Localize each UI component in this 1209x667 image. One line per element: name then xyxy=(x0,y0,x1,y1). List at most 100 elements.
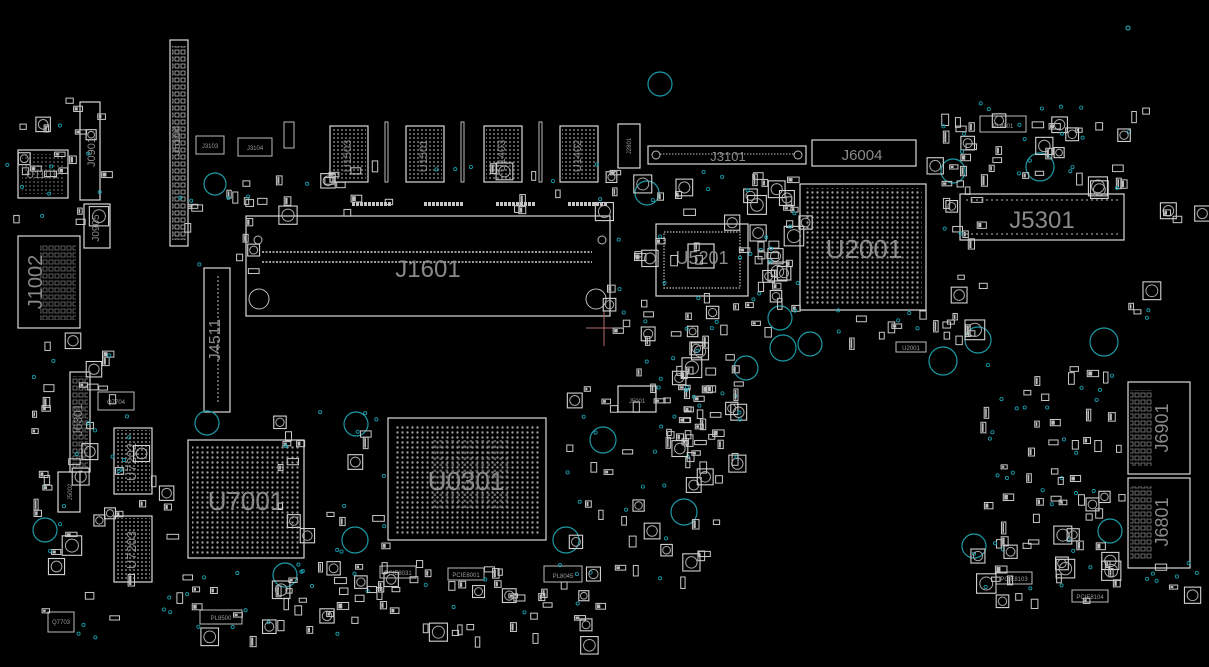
smd-pad xyxy=(31,167,36,171)
smd-pad xyxy=(1002,465,1005,468)
via xyxy=(178,195,183,200)
smd-part xyxy=(757,251,766,260)
u1501-chip[interactable]: U1501 xyxy=(405,125,445,183)
ic-part-mark xyxy=(953,289,965,301)
u0301-chip[interactable]: U0301 xyxy=(387,417,547,541)
ic-part-mark xyxy=(19,154,29,164)
j6801-connector[interactable]: J6801 xyxy=(1127,477,1191,569)
smd-pad xyxy=(655,399,659,402)
via xyxy=(235,571,240,576)
j6301-connector[interactable]: J6301 xyxy=(69,371,91,473)
smd-pad xyxy=(605,470,609,474)
j5301-connector[interactable]: J5301 xyxy=(959,193,1125,241)
smd-pad xyxy=(685,408,689,411)
smd-part xyxy=(1133,309,1142,315)
smd-part xyxy=(1118,494,1126,502)
smd-pad xyxy=(327,612,331,616)
smd-pad xyxy=(1084,438,1088,443)
ic-part-mark xyxy=(349,456,361,468)
ic-part-mark xyxy=(583,638,596,652)
smd-part xyxy=(1086,369,1100,378)
smd-part xyxy=(1031,121,1045,129)
smd-part xyxy=(628,535,637,548)
j0905-connector[interactable]: J0905 xyxy=(83,203,111,249)
via xyxy=(662,280,667,285)
ic-part-mark xyxy=(1100,492,1109,502)
smd-part xyxy=(1002,493,1015,502)
ic-part xyxy=(1159,202,1177,220)
via xyxy=(1074,450,1079,455)
via xyxy=(1049,502,1054,507)
smd-part xyxy=(1022,172,1030,179)
j1601-slot[interactable]: J1601 xyxy=(245,215,611,317)
smd-part xyxy=(640,299,648,308)
j4511-connector[interactable]: J4511 xyxy=(203,267,231,413)
j5104-connector[interactable]: J5104 xyxy=(169,39,189,247)
smd-part xyxy=(1034,376,1041,386)
smd-part xyxy=(701,385,713,394)
label-u0301: U0301 xyxy=(428,466,505,496)
j5002-connector[interactable]: J5002 xyxy=(57,471,81,513)
smd-pad xyxy=(734,304,737,309)
resistor-array xyxy=(356,202,359,206)
smd-part xyxy=(451,629,460,637)
via xyxy=(960,149,965,154)
ic-part-mark xyxy=(328,563,339,574)
j2801-connector[interactable]: J2801 xyxy=(617,123,641,169)
ic-part xyxy=(767,180,786,199)
ic-part-mark xyxy=(203,630,217,644)
ic-part xyxy=(472,585,486,599)
via xyxy=(696,296,701,301)
via xyxy=(598,197,603,202)
ic-part xyxy=(85,360,103,378)
ic-part xyxy=(1117,128,1131,143)
smd-part xyxy=(757,241,765,252)
smd-part xyxy=(720,324,728,336)
smd-part xyxy=(674,191,683,199)
ic-part-mark xyxy=(786,229,801,244)
label-j5104: J5104 xyxy=(171,125,183,155)
label-pcie8103: PCIE8103 xyxy=(1000,577,1028,583)
via xyxy=(381,473,386,478)
smd-pad xyxy=(352,196,356,201)
via xyxy=(522,610,527,615)
u1402-chip[interactable]: U1402 xyxy=(559,125,599,183)
j1002-connector[interactable]: J1002 xyxy=(17,235,81,329)
ic-part xyxy=(35,116,51,133)
u2001-chip[interactable]: U2001 xyxy=(799,183,927,311)
smd-pad xyxy=(1087,410,1089,420)
via xyxy=(57,123,62,128)
via xyxy=(197,262,202,267)
via xyxy=(1068,169,1073,174)
ic-part-mark xyxy=(769,250,782,262)
j0901-connector[interactable]: J0901 xyxy=(79,101,101,201)
via xyxy=(49,164,54,169)
smd-part xyxy=(942,130,950,144)
smd-part xyxy=(694,423,704,430)
via xyxy=(658,234,663,239)
ic-part xyxy=(1066,528,1080,542)
smd-part xyxy=(1082,597,1091,604)
j6004-connector[interactable]: J6004 xyxy=(811,139,917,167)
u7001-chip[interactable]: U7001 xyxy=(187,439,305,559)
smd-part xyxy=(376,586,383,600)
smd-pad xyxy=(752,322,756,325)
via xyxy=(93,635,98,640)
via xyxy=(1022,405,1027,410)
via xyxy=(93,428,98,433)
j6901-connector[interactable]: J6901 xyxy=(1127,381,1191,475)
j3101-connector[interactable]: J3101 xyxy=(647,145,807,165)
smd-part xyxy=(354,594,365,603)
j3103-connector[interactable]: J3103 xyxy=(195,135,225,155)
j3104-connector[interactable]: J3104 xyxy=(237,137,273,157)
ic-part-mark xyxy=(699,471,711,483)
smd-part xyxy=(355,564,364,570)
ic-part-mark xyxy=(750,198,764,212)
u7203-chip[interactable]: U7203 xyxy=(113,515,153,583)
u1101-chip[interactable]: U1101 xyxy=(17,149,69,199)
smd-part xyxy=(1028,539,1040,545)
via xyxy=(1150,571,1155,576)
u1403-chip[interactable]: U1403 xyxy=(483,125,523,183)
smd-pad xyxy=(52,550,56,554)
ic-part xyxy=(1142,281,1162,301)
